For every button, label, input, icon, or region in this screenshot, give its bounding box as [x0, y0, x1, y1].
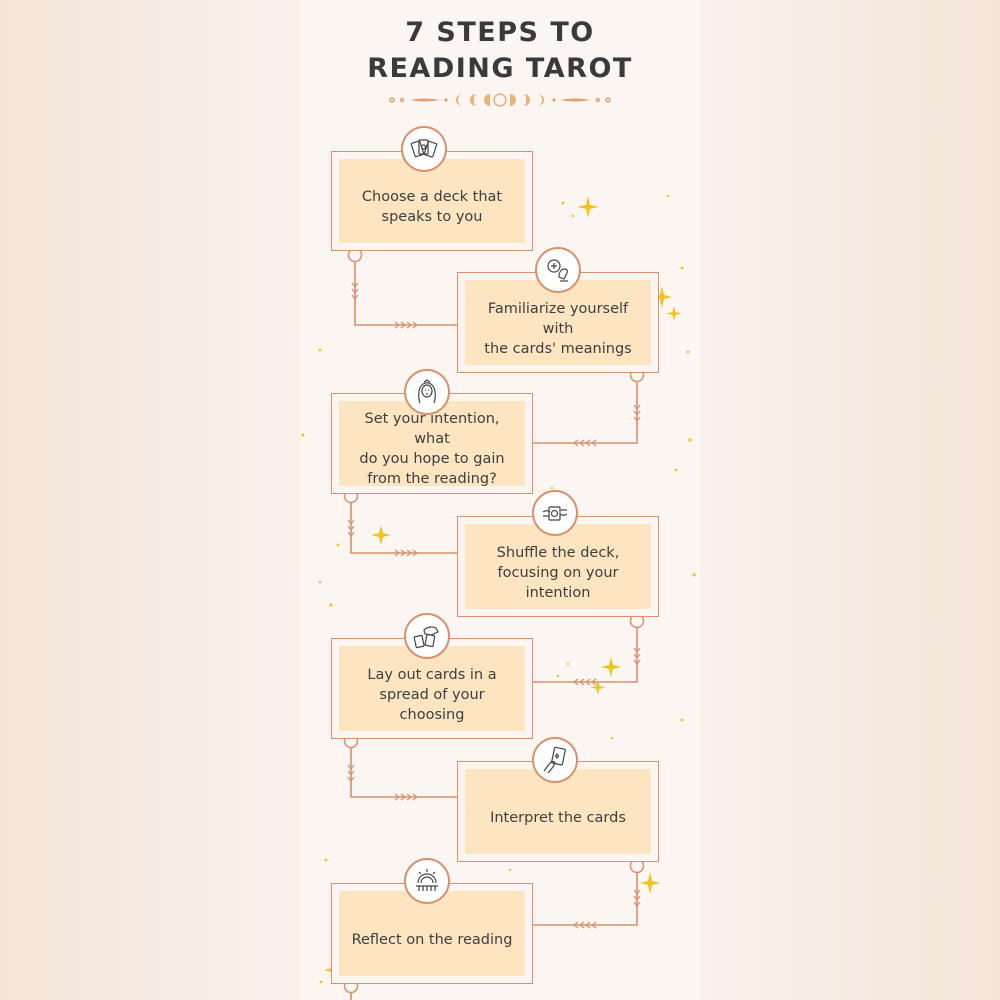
step-5-panel: Lay out cards in a spread of your choosi… — [339, 646, 525, 731]
title-line-2: READING TAROT — [367, 53, 633, 84]
step-2-panel: Familiarize yourself with the cards' mea… — [465, 280, 651, 365]
cards-fan-icon — [401, 126, 447, 172]
shuffle-hands-icon — [532, 490, 578, 536]
title-line-1: 7 STEPS TO — [405, 17, 595, 48]
infographic-poster: 7 STEPS TO READING TAROT — [300, 0, 700, 1000]
step-1-panel: Choose a deck that speaks to you — [339, 159, 525, 243]
step-4-panel: Shuffle the deck, focusing on your inten… — [465, 524, 651, 609]
right-backdrop — [700, 0, 1000, 1000]
step-5-text: Lay out cards in a spread of your choosi… — [367, 666, 497, 723]
step-3-text: Set your intention, what do you hope to … — [359, 410, 505, 487]
step-5-card: Lay out cards in a spread of your choosi… — [331, 638, 533, 739]
flow-connectors — [343, 247, 645, 1000]
step-2-text: Familiarize yourself with the cards' mea… — [484, 300, 632, 357]
step-6-text: Interpret the cards — [490, 809, 626, 826]
step-1-card: Choose a deck that speaks to you — [331, 151, 533, 251]
hand-holding-card-icon — [532, 737, 578, 783]
step-7-text: Reflect on the reading — [351, 931, 513, 948]
palm-reading-icon — [535, 247, 581, 293]
crystal-ball-icon — [404, 858, 450, 904]
step-7-panel: Reflect on the reading — [339, 891, 525, 976]
step-6-panel: Interpret the cards — [465, 769, 651, 854]
step-4-text: Shuffle the deck, focusing on your inten… — [496, 544, 620, 601]
woman-face-icon — [404, 369, 450, 415]
step-6-card: Interpret the cards — [457, 761, 659, 862]
moon-phases-ornament — [389, 93, 611, 107]
left-backdrop — [0, 0, 300, 1000]
hand-laying-cards-icon — [404, 613, 450, 659]
step-3-panel: Set your intention, what do you hope to … — [339, 401, 525, 487]
step-1-text: Choose a deck that speaks to you — [361, 189, 503, 225]
